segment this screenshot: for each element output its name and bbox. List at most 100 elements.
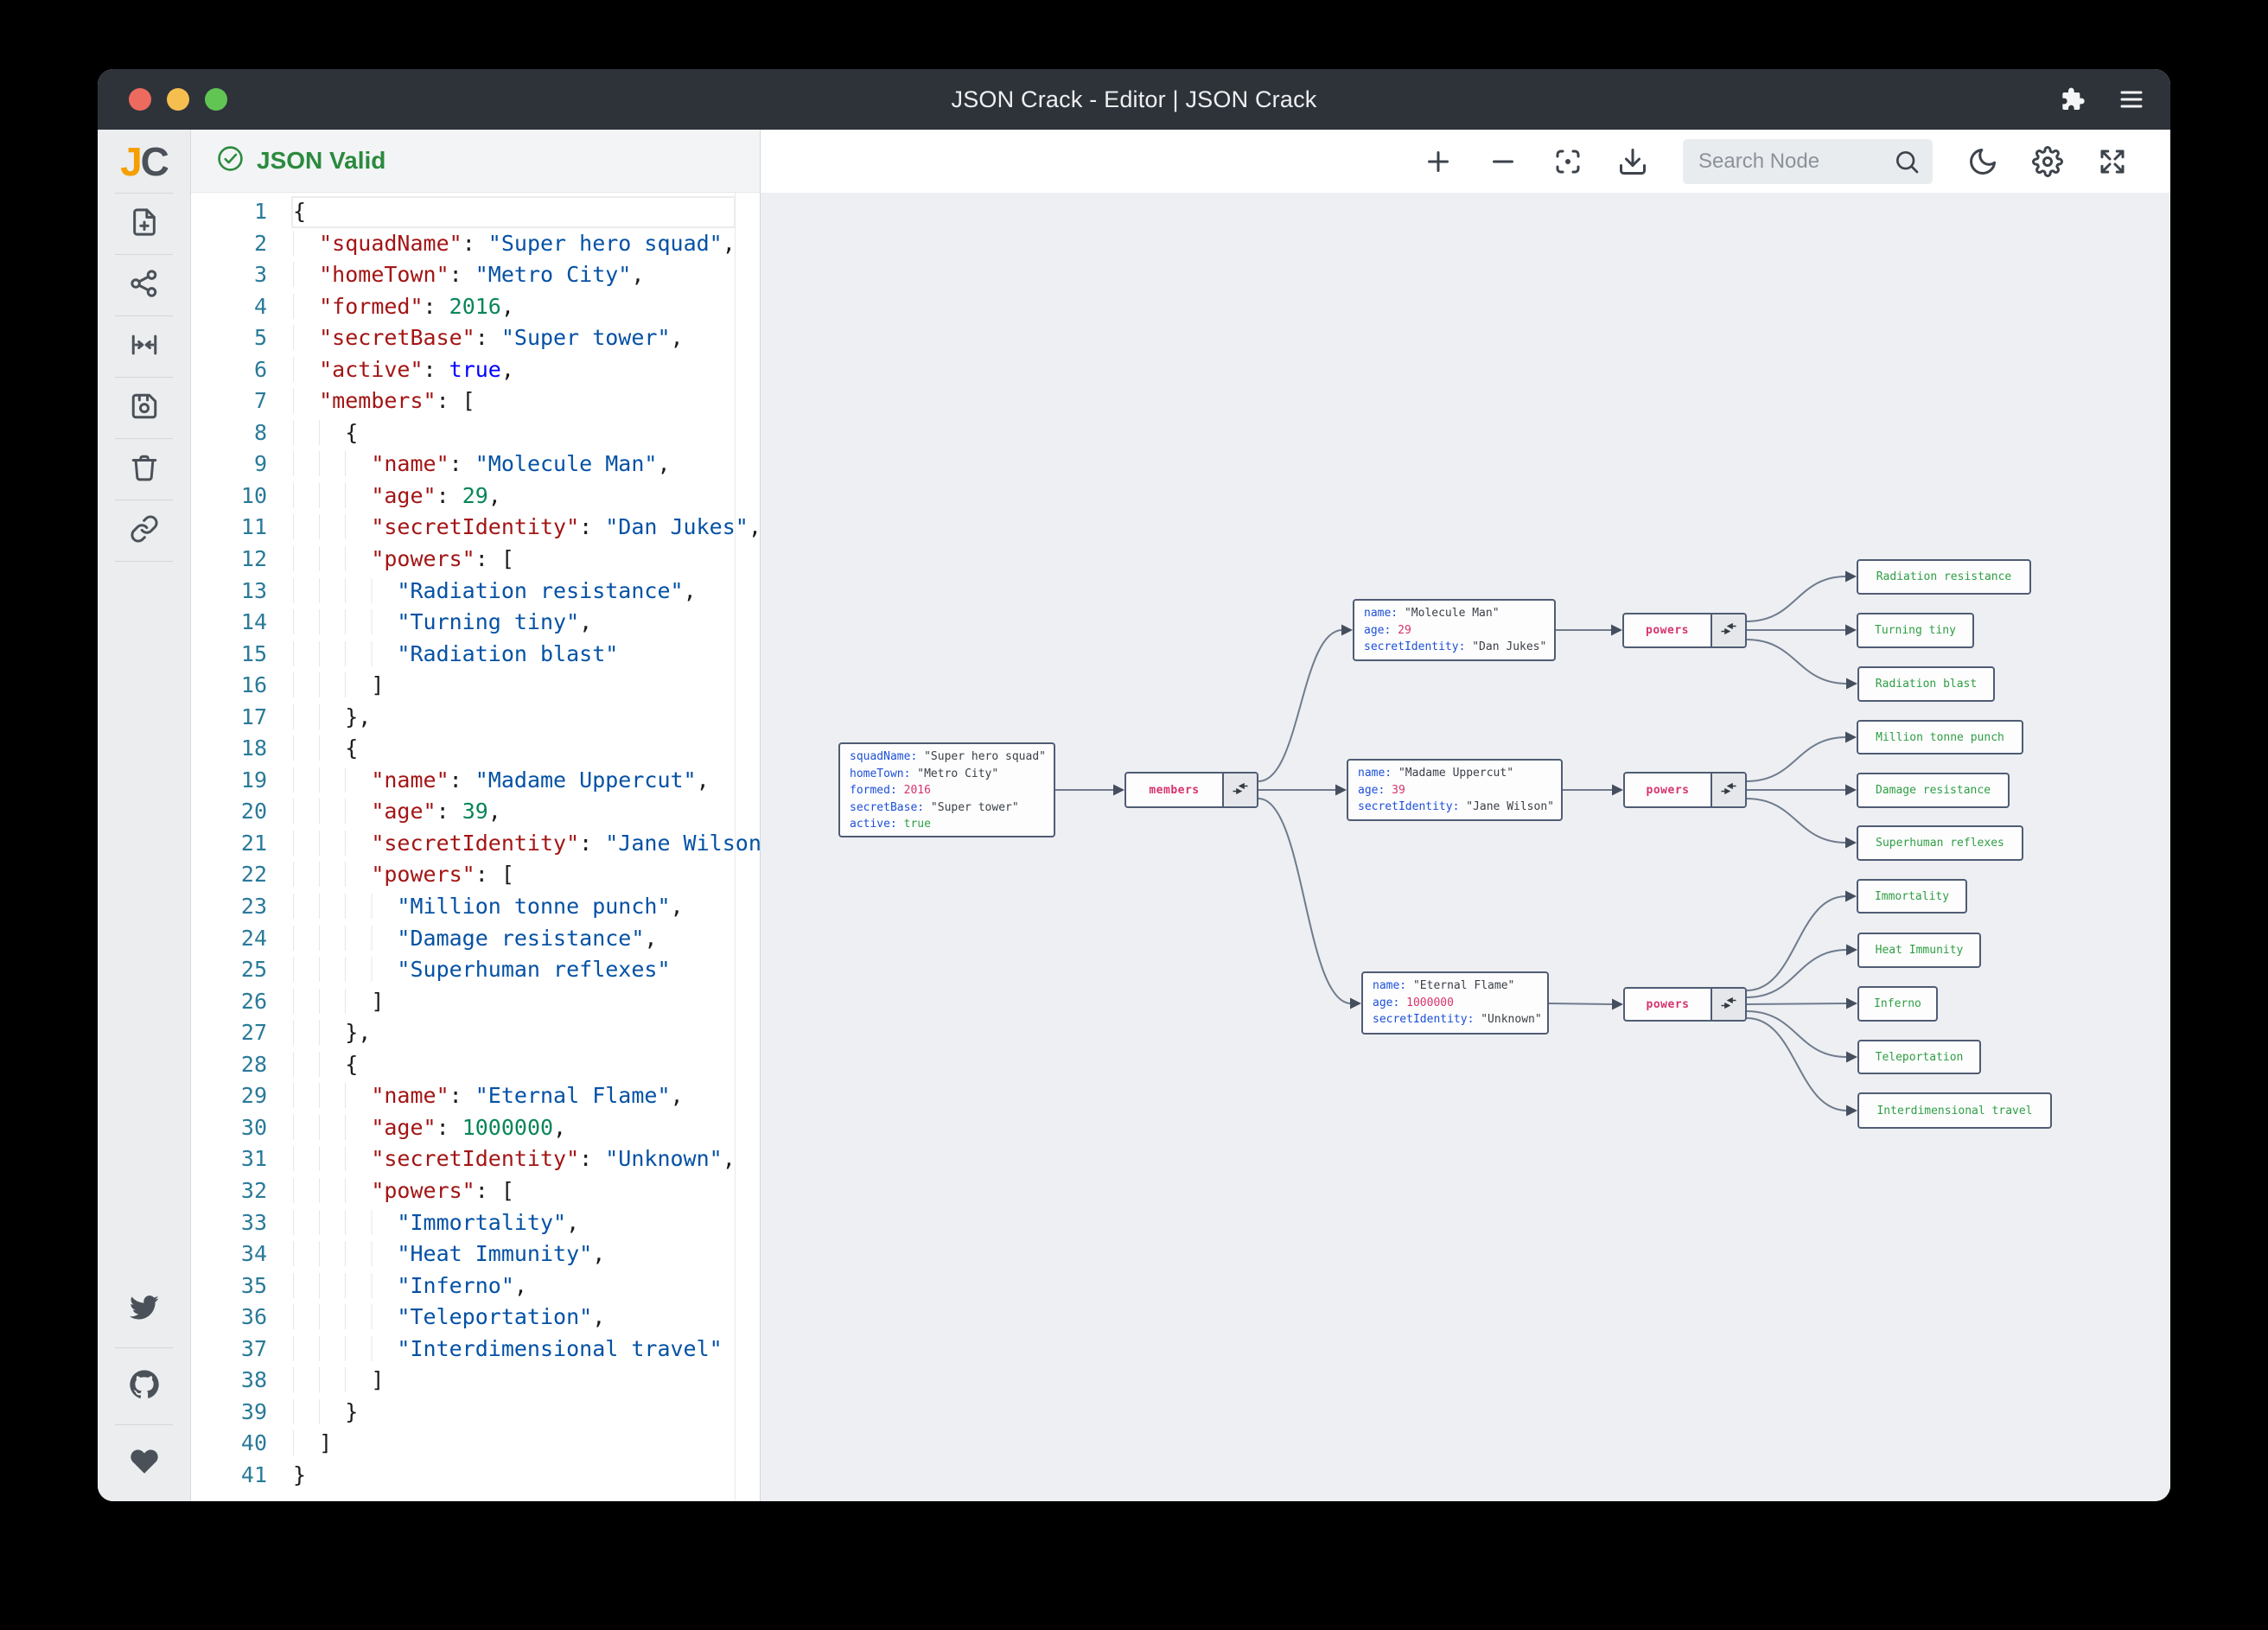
collapse-node-button[interactable] — [1711, 774, 1745, 806]
menu-icon[interactable] — [2118, 88, 2144, 111]
editor-line[interactable]: 13 "Radiation resistance", — [191, 576, 760, 608]
editor-line[interactable]: 8 { — [191, 417, 760, 449]
editor-line[interactable]: 38 ] — [191, 1365, 760, 1397]
editor-line[interactable]: 14 "Turning tiny", — [191, 607, 760, 639]
editor-line[interactable]: 36 "Teleportation", — [191, 1302, 760, 1334]
editor-line[interactable]: 33 "Immortality", — [191, 1207, 760, 1239]
graph-node-powers2[interactable]: powers — [1623, 772, 1747, 808]
node-label: powers — [1646, 997, 1690, 1011]
editor-line[interactable]: 1{ — [191, 196, 760, 228]
fullscreen-button[interactable] — [2096, 145, 2129, 178]
sidebar-item-share-link[interactable] — [98, 500, 190, 561]
graph-node-leaf_hi[interactable]: Heat Immunity — [1857, 933, 1981, 968]
editor-line[interactable]: 35 "Inferno", — [191, 1270, 760, 1302]
editor-line[interactable]: 9 "name": "Molecule Man", — [191, 449, 760, 481]
graph-node-leaf_tel[interactable]: Teleportation — [1857, 1040, 1981, 1074]
editor-line[interactable]: 3 "homeTown": "Metro City", — [191, 259, 760, 291]
editor-line[interactable]: 15 "Radiation blast" — [191, 639, 760, 671]
graph-node-leaf_dr[interactable]: Damage resistance — [1857, 773, 2010, 808]
sidebar-divider — [115, 193, 173, 194]
graph-node-members[interactable]: members — [1124, 772, 1258, 808]
editor-line[interactable]: 25 "Superhuman reflexes" — [191, 954, 760, 986]
editor-line[interactable]: 10 "age": 29, — [191, 481, 760, 513]
sidebar-item-sponsor[interactable] — [98, 1425, 190, 1501]
sidebar-item-fit-view[interactable] — [98, 316, 190, 377]
graph-node-leaf_imm[interactable]: Immortality — [1857, 879, 1967, 914]
editor-line[interactable]: 7 "members": [ — [191, 385, 760, 417]
graph-node-leaf_rb[interactable]: Radiation blast — [1857, 666, 1995, 702]
expand-window-button[interactable] — [205, 88, 227, 111]
sidebar-item-github[interactable] — [98, 1348, 190, 1424]
editor-line[interactable]: 41} — [191, 1460, 760, 1492]
close-window-button[interactable] — [129, 88, 151, 111]
line-number: 4 — [253, 293, 267, 319]
editor-line[interactable]: 39 } — [191, 1397, 760, 1429]
graph-canvas[interactable]: squadName: "Super hero squad"homeTown: "… — [761, 193, 2170, 1501]
editor-line[interactable]: 24 "Damage resistance", — [191, 923, 760, 955]
editor-line[interactable]: 37 "Interdimensional travel" — [191, 1334, 760, 1366]
graph-node-root[interactable]: squadName: "Super hero squad"homeTown: "… — [838, 742, 1055, 837]
graph-node-leaf_tt[interactable]: Turning tiny — [1857, 613, 1974, 648]
editor-line[interactable]: 6 "active": true, — [191, 354, 760, 386]
line-number: 39 — [240, 1398, 267, 1424]
editor-line[interactable]: 23 "Million tonne punch", — [191, 891, 760, 923]
editor-line[interactable]: 11 "secretIdentity": "Dan Jukes", — [191, 512, 760, 544]
editor-line[interactable]: 21 "secretIdentity": "Jane Wilson", — [191, 828, 760, 860]
editor-line[interactable]: 5 "secretBase": "Super tower", — [191, 322, 760, 354]
editor-line[interactable]: 31 "secretIdentity": "Unknown", — [191, 1143, 760, 1175]
zoom-out-button[interactable] — [1487, 145, 1519, 178]
editor-line[interactable]: 32 "powers": [ — [191, 1175, 760, 1207]
graph-node-powers3[interactable]: powers — [1623, 987, 1747, 1022]
editor-line[interactable]: 26 ] — [191, 986, 760, 1018]
zoom-in-button[interactable] — [1422, 145, 1455, 178]
editor-line[interactable]: 30 "age": 1000000, — [191, 1112, 760, 1144]
github-icon — [127, 1367, 162, 1406]
editor-line[interactable]: 4 "formed": 2016, — [191, 291, 760, 323]
sidebar-item-delete[interactable] — [98, 439, 190, 500]
search-icon[interactable] — [1893, 148, 1921, 180]
sidebar-item-twitter[interactable] — [98, 1271, 190, 1347]
collapse-node-button[interactable] — [1711, 614, 1745, 646]
focus-view-button[interactable] — [1551, 145, 1584, 178]
editor-line[interactable]: 29 "name": "Eternal Flame", — [191, 1080, 760, 1112]
editor-line[interactable]: 22 "powers": [ — [191, 859, 760, 891]
graph-node-leaf_it[interactable]: Interdimensional travel — [1857, 1092, 2052, 1129]
sidebar-item-new-document[interactable] — [98, 194, 190, 254]
share-graph-icon — [130, 269, 159, 302]
logo-letter-j: J — [120, 138, 143, 184]
editor-line[interactable]: 40 ] — [191, 1428, 760, 1460]
graph-node-leaf_mtp[interactable]: Million tonne punch — [1857, 720, 2023, 755]
editor-line[interactable]: 12 "powers": [ — [191, 544, 760, 576]
download-image-button[interactable] — [1616, 145, 1649, 178]
editor-line[interactable]: 27 }, — [191, 1017, 760, 1049]
line-number: 6 — [253, 356, 267, 382]
editor-line[interactable]: 16 ] — [191, 670, 760, 702]
editor-line[interactable]: 34 "Heat Immunity", — [191, 1238, 760, 1270]
graph-node-leaf_inf[interactable]: Inferno — [1857, 986, 1938, 1022]
editor-line[interactable]: 28 { — [191, 1049, 760, 1081]
graph-node-leaf_sr[interactable]: Superhuman reflexes — [1857, 825, 2023, 861]
code-editor[interactable]: 1{2 "squadName": "Super hero squad",3 "h… — [191, 193, 760, 1501]
editor-line[interactable]: 19 "name": "Madame Uppercut", — [191, 765, 760, 797]
settings-button[interactable] — [2031, 145, 2064, 178]
graph-node-powers1[interactable]: powers — [1622, 613, 1747, 648]
editor-line[interactable]: 17 }, — [191, 702, 760, 734]
graph-node-leaf_rr[interactable]: Radiation resistance — [1857, 559, 2031, 595]
sidebar-item-graph-view[interactable] — [98, 255, 190, 315]
extensions-puzzle-icon[interactable] — [2058, 86, 2086, 113]
search-node-input[interactable] — [1683, 138, 1933, 184]
leaf-node-label: Million tonne punch — [1876, 730, 2004, 744]
collapse-node-button[interactable] — [1711, 989, 1745, 1020]
sidebar-item-save[interactable] — [98, 378, 190, 438]
editor-scrollbar[interactable] — [735, 193, 736, 1501]
collapse-node-button[interactable] — [1222, 774, 1257, 806]
editor-line[interactable]: 18 { — [191, 733, 760, 765]
editor-line[interactable]: 20 "age": 39, — [191, 796, 760, 828]
dark-mode-toggle[interactable] — [1966, 145, 1999, 178]
editor-line[interactable]: 2 "squadName": "Super hero squad", — [191, 228, 760, 260]
minimize-window-button[interactable] — [167, 88, 189, 111]
